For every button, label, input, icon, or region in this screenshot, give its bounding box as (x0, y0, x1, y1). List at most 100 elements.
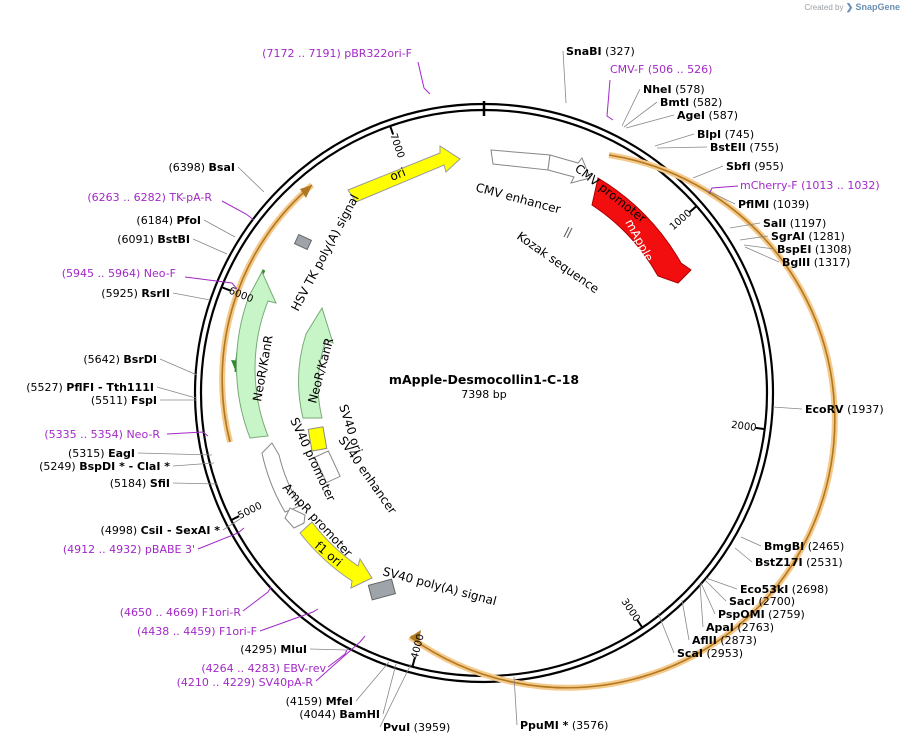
enzyme-position: (5925) (101, 287, 141, 300)
enzyme-name: CsiI - SexAI * (141, 524, 221, 537)
cmv-promoter-feature[interactable] (547, 154, 591, 184)
enzyme-sali[interactable]: SalI (1197) (763, 217, 826, 230)
enzyme-leader-tth111i (156, 386, 197, 399)
enzyme-leader-agei (625, 114, 675, 129)
sv40-enhancer-feature[interactable] (314, 450, 341, 484)
enzyme-position: (587) (705, 109, 738, 122)
hsv-tk-polya-feature[interactable] (293, 233, 313, 251)
enzyme-bsteii[interactable]: BstEII (755) (710, 141, 779, 154)
enzyme-pspomi[interactable]: PspOMI (2759) (718, 608, 805, 621)
enzyme-pvui[interactable]: PvuI (3959) (383, 721, 450, 734)
primer-leader-mcherryf (708, 185, 739, 195)
primer-mcherryf[interactable]: mCherry-F (1013 .. 1032) (740, 179, 880, 192)
enzyme-mfei[interactable]: (4159) MfeI (286, 695, 353, 708)
enzyme-leader-mlui (309, 648, 347, 651)
enzyme-name: Eco53kI (740, 583, 788, 596)
enzyme-leader-aflii (681, 599, 690, 641)
enzyme-bmti[interactable]: BmtI (582) (660, 96, 722, 109)
enzyme-name: BstEII (710, 141, 746, 154)
enzyme-blpi[interactable]: BlpI (745) (697, 128, 754, 141)
enzyme-sexai[interactable]: (4998) CsiI - SexAI * (101, 524, 221, 537)
sv40-promoter-feature[interactable] (261, 442, 301, 513)
enzyme-leader-mfei (355, 661, 390, 702)
enzyme-sfii[interactable]: (5184) SfiI (110, 477, 170, 490)
f1ori-feature[interactable] (299, 521, 373, 589)
enzyme-name: SacI (729, 595, 755, 608)
enzyme-ecorv[interactable]: EcoRV (1937) (805, 403, 884, 416)
enzyme-name: BstBI (157, 233, 190, 246)
enzyme-name: SalI (763, 217, 786, 230)
sv40-ori-feature[interactable] (307, 426, 328, 452)
enzyme-position: (5315) (68, 447, 108, 460)
enzyme-name: FspI (131, 394, 157, 407)
enzyme-position: (1937) (844, 403, 884, 416)
ampr-promoter-feature[interactable] (284, 507, 306, 529)
enzyme-bamhi[interactable]: (4044) BamHI (299, 708, 380, 721)
enzyme-leader-bsrdi (159, 358, 198, 376)
enzyme-position: (4044) (299, 708, 339, 721)
cmv-enhancer-feature[interactable] (490, 149, 551, 171)
enzyme-pfoi[interactable]: (6184) PfoI (136, 214, 201, 227)
enzyme-leader-clai (172, 462, 215, 467)
primer-sv40par[interactable]: (4210 .. 4229) SV40pA-R (177, 676, 314, 689)
enzyme-snabi[interactable]: SnaBI (327) (566, 45, 635, 58)
enzyme-bstz17i[interactable]: BstZ17I (2531) (755, 556, 843, 569)
enzyme-clai[interactable]: (5249) BspDI * - ClaI * (39, 460, 170, 473)
neokan-inner-feature[interactable] (298, 306, 334, 419)
primer-f1orif[interactable]: (4438 .. 4459) F1ori-F (137, 625, 257, 638)
enzyme-mlui[interactable]: (4295) MluI (240, 643, 307, 656)
enzyme-eco53ki[interactable]: Eco53kI (2698) (740, 583, 828, 596)
enzyme-sgrai[interactable]: SgrAI (1281) (771, 230, 845, 243)
mapple-feature[interactable] (591, 177, 692, 284)
enzyme-leader-ppumi (513, 676, 518, 726)
primer-neor[interactable]: (5335 .. 5354) Neo-R (44, 428, 160, 441)
enzyme-position: (745) (721, 128, 754, 141)
enzyme-bspei[interactable]: BspEI (1308) (777, 243, 852, 256)
enzyme-rsrii[interactable]: (5925) RsrII (101, 287, 170, 300)
sv40-polya-feature[interactable] (367, 578, 397, 601)
enzyme-nhei[interactable]: NheI (578) (643, 83, 705, 96)
primer-neof[interactable]: (5945 .. 5964) Neo-F (62, 267, 176, 280)
enzyme-saci[interactable]: SacI (2700) (729, 595, 795, 608)
enzyme-name: BsrDI (123, 353, 157, 366)
primer-leader-pbabe3 (197, 527, 245, 550)
enzyme-leader-sfii (172, 482, 219, 485)
enzyme-name: NheI (643, 83, 672, 96)
ori-feature[interactable] (347, 145, 461, 203)
enzyme-sbfi[interactable]: SbfI (955) (726, 160, 784, 173)
enzyme-name: PflFI - Tth111I (66, 381, 154, 394)
primer-ebvrev[interactable]: (4264 .. 4283) EBV-rev (201, 662, 326, 675)
primer-cmvf[interactable]: CMV-F (506 .. 526) (610, 63, 712, 76)
enzyme-eagi[interactable]: (5315) EagI (68, 447, 135, 460)
primer-pbabe3[interactable]: (4912 .. 4932) pBABE 3' (63, 543, 195, 556)
tick-1000 (689, 205, 698, 213)
hsv-tk-label: HSV TK poly(A) signal (288, 192, 361, 313)
enzyme-position: (2763) (734, 621, 774, 634)
enzyme-scai[interactable]: ScaI (2953) (677, 647, 743, 660)
enzyme-leader-bstbi (192, 238, 228, 255)
neokan-outer-feature[interactable] (236, 270, 277, 439)
enzyme-aflii[interactable]: AflII (2873) (692, 634, 757, 647)
primer-leader-sv40par (315, 635, 366, 682)
primer-leader-neor (166, 431, 209, 437)
enzyme-bsai[interactable]: (6398) BsaI (168, 161, 235, 174)
enzyme-ppumi[interactable]: PpuMI * (3576) (520, 719, 608, 732)
orf-arc-left-halo (219, 182, 314, 443)
enzyme-apai[interactable]: ApaI (2763) (706, 621, 774, 634)
enzyme-position: (2953) (703, 647, 743, 660)
enzyme-name: BamHI (339, 708, 380, 721)
enzyme-pflmi[interactable]: PflMI (1039) (738, 198, 809, 211)
enzyme-tth111i[interactable]: (5527) PflFI - Tth111I (26, 381, 154, 394)
enzyme-bmgbi[interactable]: BmgBI (2465) (764, 540, 844, 553)
primer-tkpar[interactable]: (6263 .. 6282) TK-pA-R (87, 191, 212, 204)
enzyme-bglii[interactable]: BglII (1317) (782, 256, 850, 269)
enzyme-leader-ecorv (772, 406, 803, 410)
enzyme-leader-pflmi (705, 189, 736, 205)
enzyme-bstbi[interactable]: (6091) BstBI (117, 233, 190, 246)
enzyme-agei[interactable]: AgeI (587) (677, 109, 738, 122)
enzyme-fspi[interactable]: (5511) FspI (91, 394, 157, 407)
enzyme-bsrdi[interactable]: (5642) BsrDI (83, 353, 157, 366)
primer-f1orir[interactable]: (4650 .. 4669) F1ori-R (120, 606, 242, 619)
primer-pbr322ori[interactable]: (7172 .. 7191) pBR322ori-F (262, 47, 412, 60)
enzyme-name: AgeI (677, 109, 705, 122)
